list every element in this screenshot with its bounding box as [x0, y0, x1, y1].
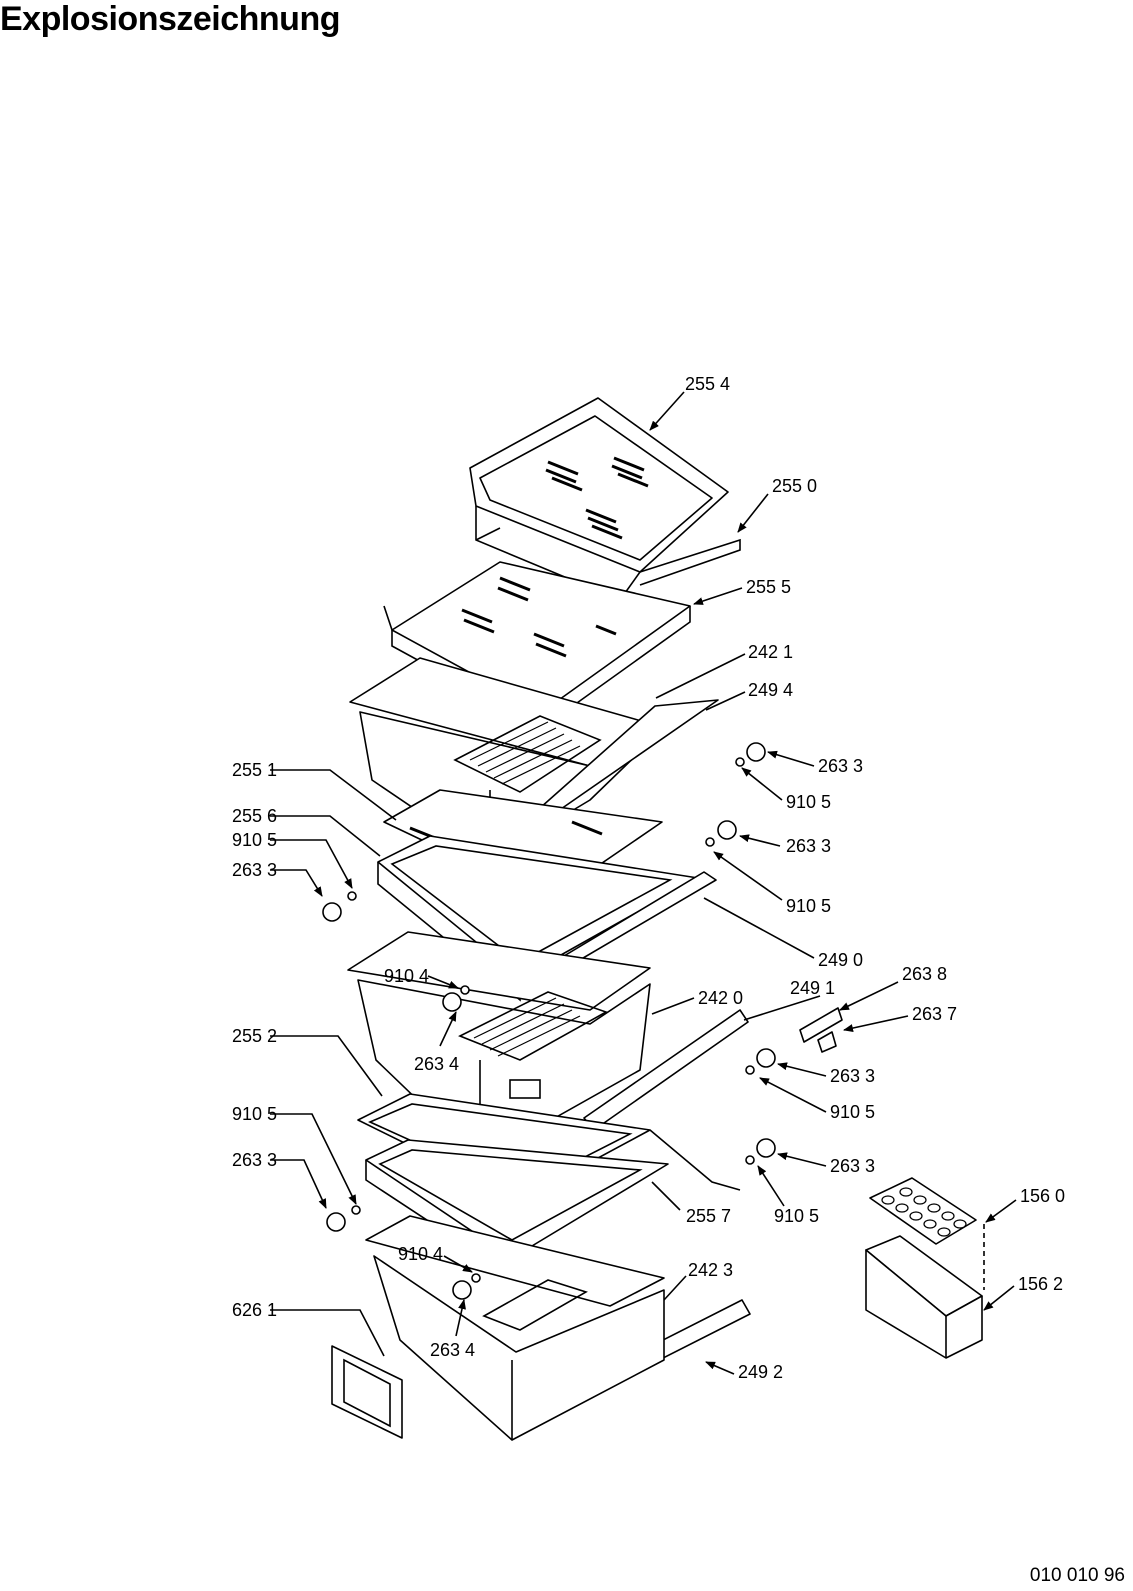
label-2490: 249 0: [818, 950, 863, 970]
label-2637: 263 7: [912, 1004, 957, 1024]
label-2634-a: 263 4: [414, 1054, 459, 1074]
label-6261: 626 1: [232, 1300, 277, 1320]
label-2550: 255 0: [772, 476, 817, 496]
label-9104-b: 910 4: [398, 1244, 443, 1264]
page-title: Explosionszeichnung: [0, 0, 340, 38]
label-2492: 249 2: [738, 1362, 783, 1382]
label-2633-e: 263 3: [232, 1150, 277, 1170]
drawer-2420: [347, 931, 651, 1161]
label-2555: 255 5: [746, 577, 791, 597]
egg-tray-1560: [869, 1177, 977, 1245]
label-1562: 156 2: [1018, 1274, 1063, 1294]
label-2633-c: 263 3: [786, 836, 831, 856]
label-2551: 255 1: [232, 760, 277, 780]
label-2423: 242 3: [688, 1260, 733, 1280]
part-labels: 255 4 255 0 255 5 242 1 249 4 263 3 910 …: [232, 374, 1065, 1382]
roller-parts: [322, 742, 776, 1300]
label-9105-e: 910 5: [232, 1104, 277, 1124]
label-9105-b: 910 5: [232, 830, 277, 850]
label-2494: 249 4: [748, 680, 793, 700]
egg-container-1562: [865, 1235, 983, 1359]
label-plate-6261: [331, 1345, 403, 1439]
label-9105-d: 910 5: [830, 1102, 875, 1122]
label-9105-f: 910 5: [774, 1206, 819, 1226]
document-number: 010 010 96: [1029, 1565, 1125, 1586]
label-2633-d: 263 3: [830, 1066, 875, 1086]
shelf-cover-2554: [469, 397, 741, 601]
label-2554: 255 4: [685, 374, 730, 394]
label-2556: 255 6: [232, 806, 277, 826]
label-2633-f: 263 3: [830, 1156, 875, 1176]
label-9105-c: 910 5: [786, 896, 831, 916]
label-2421: 242 1: [748, 642, 793, 662]
label-2491: 249 1: [790, 978, 835, 998]
label-2633-b: 263 3: [232, 860, 277, 880]
drawer-2421: [349, 657, 719, 861]
label-2552: 255 2: [232, 1026, 277, 1046]
drawer-2423: [365, 1215, 665, 1441]
label-2638: 263 8: [902, 964, 947, 984]
leader-lines: [270, 391, 1017, 1375]
label-2633-a: 263 3: [818, 756, 863, 776]
label-2634-b: 263 4: [430, 1340, 475, 1360]
label-9104-a: 910 4: [384, 966, 429, 986]
label-9105-a: 910 5: [786, 792, 831, 812]
label-2557: 255 7: [686, 1206, 731, 1226]
clip-parts: [799, 1007, 843, 1053]
label-1560: 156 0: [1020, 1186, 1065, 1206]
label-2420: 242 0: [698, 988, 743, 1008]
